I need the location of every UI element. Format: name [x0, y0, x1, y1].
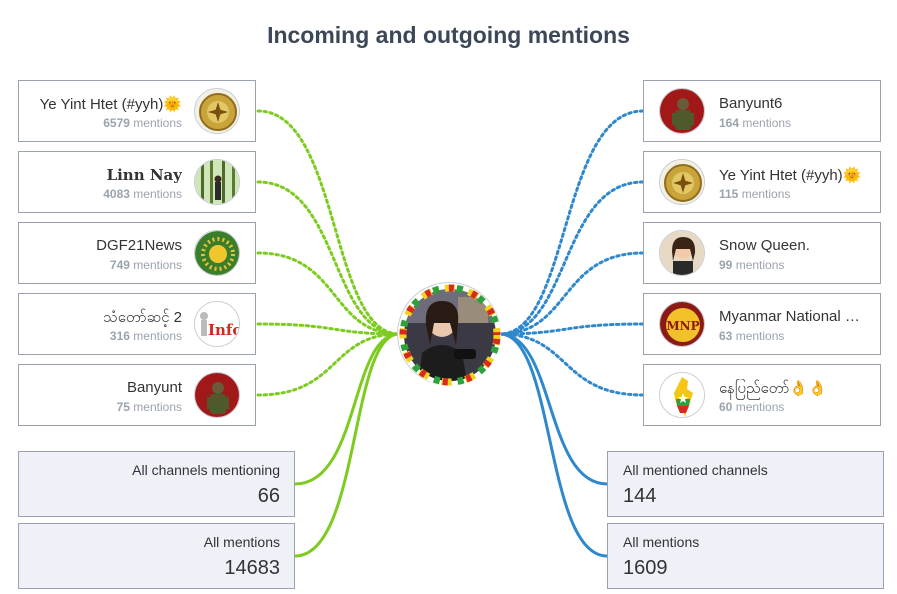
sun-emblem-icon [194, 230, 240, 276]
forest-photo-icon [194, 159, 240, 205]
outgoing-channel-card[interactable]: Snow Queen. 99 mentions [643, 222, 881, 284]
incoming-total-line [294, 332, 400, 486]
outgoing-channel-card[interactable]: MNP Myanmar National P… 63 mentions [643, 293, 881, 355]
stat-label: All mentions [203, 534, 280, 550]
mention-count: 75 mentions [116, 400, 182, 414]
channel-name: နေပြည်တော်👌👌 [719, 380, 827, 397]
incoming-channel-card[interactable]: Ye Yint Htet (#yyh)🌞 6579 mentions [18, 80, 256, 142]
stat-value: 14683 [224, 557, 280, 579]
mention-count: 63 mentions [719, 329, 785, 343]
incoming-channel-card[interactable]: Linn Nay 4083 mentions [18, 151, 256, 213]
incoming-connector-line [256, 332, 401, 397]
stat-label: All mentioned channels [623, 462, 768, 478]
all-channels-mentioning-box: All channels mentioning 66 [18, 451, 295, 517]
incoming-total-line [294, 332, 400, 558]
incoming-channel-card[interactable]: DGF21News 749 mentions [18, 222, 256, 284]
outgoing-channel-card[interactable]: နေပြည်တော်👌👌 60 mentions [643, 364, 881, 426]
mnp-logo-icon: MNP [659, 301, 705, 347]
outgoing-connector-line [498, 322, 645, 336]
stat-label: All channels mentioning [132, 462, 280, 478]
outgoing-total-line [499, 332, 608, 558]
stat-value: 66 [257, 485, 280, 507]
incoming-connector-line [256, 251, 401, 336]
mention-count: 749 mentions [109, 258, 182, 272]
mention-count: 316 mentions [109, 329, 182, 343]
all-outgoing-mentions-box: All mentions 1609 [607, 523, 884, 589]
outgoing-connector-line [498, 332, 645, 397]
soldier-icon [194, 372, 240, 418]
mention-count: 60 mentions [719, 400, 785, 414]
mention-count: 99 mentions [719, 258, 785, 272]
stat-value: 144 [623, 485, 657, 507]
channel-name: Myanmar National P… [719, 308, 869, 325]
mention-count: 164 mentions [719, 116, 792, 130]
channel-name: Snow Queen. [719, 237, 810, 254]
info-logo-icon: Info [194, 301, 240, 347]
outgoing-channel-card[interactable]: Ye Yint Htet (#yyh)🌞 115 mentions [643, 151, 881, 213]
channel-name: Ye Yint Htet (#yyh)🌞 [39, 96, 182, 113]
incoming-connector-line [256, 109, 401, 336]
incoming-channel-card[interactable]: Banyunt 75 mentions [18, 364, 256, 426]
outgoing-connector-line [498, 109, 645, 336]
outgoing-channel-card[interactable]: Banyunt6 164 mentions [643, 80, 881, 142]
svg-text:MNP: MNP [666, 319, 699, 333]
all-incoming-mentions-box: All mentions 14683 [18, 523, 295, 589]
mention-count: 4083 mentions [103, 187, 182, 201]
channel-name: Banyunt [126, 379, 182, 396]
channel-name: Banyunt6 [719, 95, 783, 112]
channel-name: Ye Yint Htet (#yyh)🌞 [719, 167, 862, 184]
gold-emblem-icon [194, 88, 240, 134]
mention-count: 115 mentions [719, 187, 791, 201]
incoming-channel-card[interactable]: သံတော်ဆင့် 2 316 mentions Info [18, 293, 256, 355]
outgoing-total-line [499, 332, 608, 486]
stat-value: 1609 [623, 557, 668, 579]
page-title: Incoming and outgoing mentions [267, 22, 630, 48]
soldier-icon [659, 88, 705, 134]
incoming-connector-line [256, 322, 401, 336]
outgoing-connector-line [498, 180, 645, 336]
outgoing-connector-line [498, 251, 645, 336]
portrait-photo-icon [659, 230, 705, 276]
stat-label: All mentions [623, 534, 700, 550]
incoming-connector-line [256, 180, 401, 336]
svg-text:Info: Info [208, 321, 240, 339]
gold-emblem-icon [659, 159, 705, 205]
channel-name: Linn Nay [106, 166, 182, 184]
woman-portrait-icon[interactable] [397, 282, 501, 386]
mention-count: 6579 mentions [103, 116, 182, 130]
myanmar-map-flag-icon [659, 372, 705, 418]
all-mentioned-channels-box: All mentioned channels 144 [607, 451, 884, 517]
channel-name: သံတော်ဆင့် 2 [103, 309, 182, 326]
channel-name: DGF21News [96, 237, 182, 254]
